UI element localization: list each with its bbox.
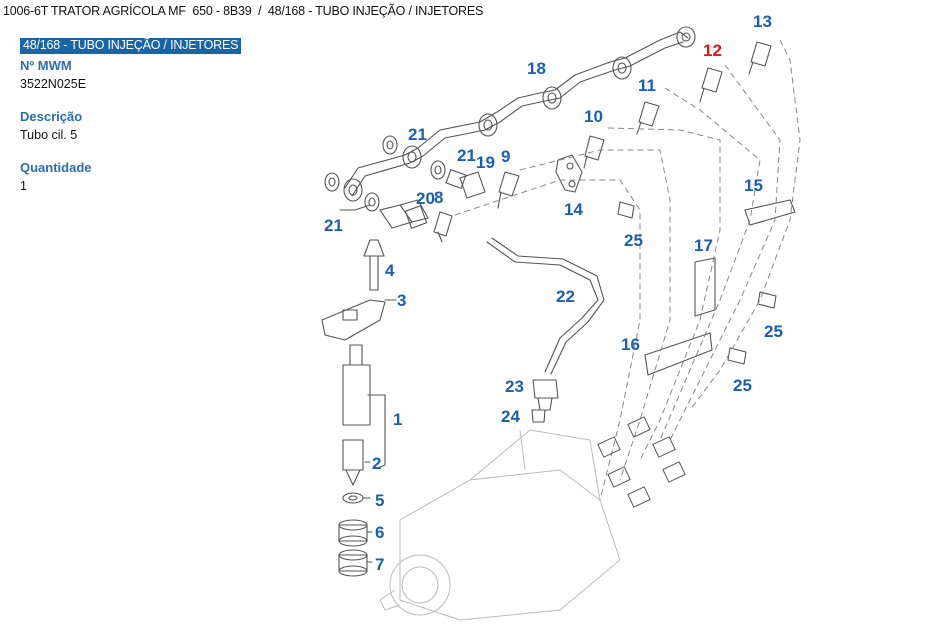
quantity-value: 1	[20, 179, 27, 193]
callout-14[interactable]: 14	[564, 200, 583, 219]
fittings-23-24	[531, 379, 559, 423]
callout-24[interactable]: 24	[501, 407, 520, 426]
callout-23[interactable]: 23	[505, 377, 524, 396]
part-details-panel: 48/168 - TUBO INJEÇÃO / INJETORES Nº MWM…	[20, 36, 260, 194]
callout-25-a[interactable]: 25	[624, 231, 643, 250]
callout-4[interactable]: 4	[385, 261, 395, 280]
callout-9[interactable]: 9	[501, 147, 510, 166]
callout-20[interactable]: 20	[416, 189, 435, 208]
return-pipe	[486, 237, 605, 375]
callout-21-b[interactable]: 21	[457, 146, 476, 165]
callout-19[interactable]: 19	[476, 153, 495, 172]
callout-8[interactable]: 8	[434, 188, 443, 207]
breadcrumb: 1006-6T TRATOR AGRÍCOLA MF 650 - 8B39 / …	[3, 4, 484, 18]
injector-assembly	[321, 239, 386, 577]
callout-16[interactable]: 16	[621, 335, 640, 354]
callout-17[interactable]: 17	[694, 236, 713, 255]
callout-25-c[interactable]: 25	[733, 376, 752, 395]
leader-lines	[339, 204, 397, 563]
callout-7[interactable]: 7	[375, 555, 384, 574]
injection-tubes	[454, 39, 801, 501]
callout-6[interactable]: 6	[375, 523, 384, 542]
exploded-parts-diagram: 1 2 3 4 5 6 7 8 9 10 11 12 13 14 15 16 1…	[321, 12, 801, 621]
callout-22[interactable]: 22	[556, 287, 575, 306]
part-number-value: 3522N025E	[20, 77, 87, 91]
callout-18[interactable]: 18	[527, 59, 546, 78]
small-bolts	[617, 201, 777, 365]
callout-12-selected[interactable]: 12	[703, 41, 722, 60]
description-value: Tubo cil. 5	[20, 128, 78, 142]
injection-pump	[379, 416, 686, 621]
callout-15[interactable]: 15	[744, 176, 763, 195]
callout-21-c[interactable]: 21	[324, 216, 343, 235]
clamp	[555, 154, 583, 193]
quantity-label: Quantidade	[20, 160, 92, 175]
part-number-label: Nº MWM	[20, 58, 72, 73]
selected-group-label[interactable]: 48/168 - TUBO INJEÇÃO / INJETORES	[20, 38, 242, 54]
callout-1[interactable]: 1	[393, 410, 402, 429]
callout-10[interactable]: 10	[584, 107, 603, 126]
bolt-19	[445, 169, 486, 199]
callout-3[interactable]: 3	[397, 291, 406, 310]
brackets	[644, 199, 796, 376]
callout-2[interactable]: 2	[372, 454, 381, 473]
callout-21-a[interactable]: 21	[408, 125, 427, 144]
delivery-valves	[597, 416, 686, 508]
callout-25-b[interactable]: 25	[764, 322, 783, 341]
banjo-bolt	[379, 199, 429, 229]
washers	[324, 135, 446, 212]
leak-off-pipe	[343, 26, 696, 202]
description-label: Descrição	[20, 109, 83, 124]
callout-11[interactable]: 11	[638, 76, 656, 95]
callout-13[interactable]: 13	[753, 12, 772, 31]
callout-5[interactable]: 5	[375, 491, 384, 510]
